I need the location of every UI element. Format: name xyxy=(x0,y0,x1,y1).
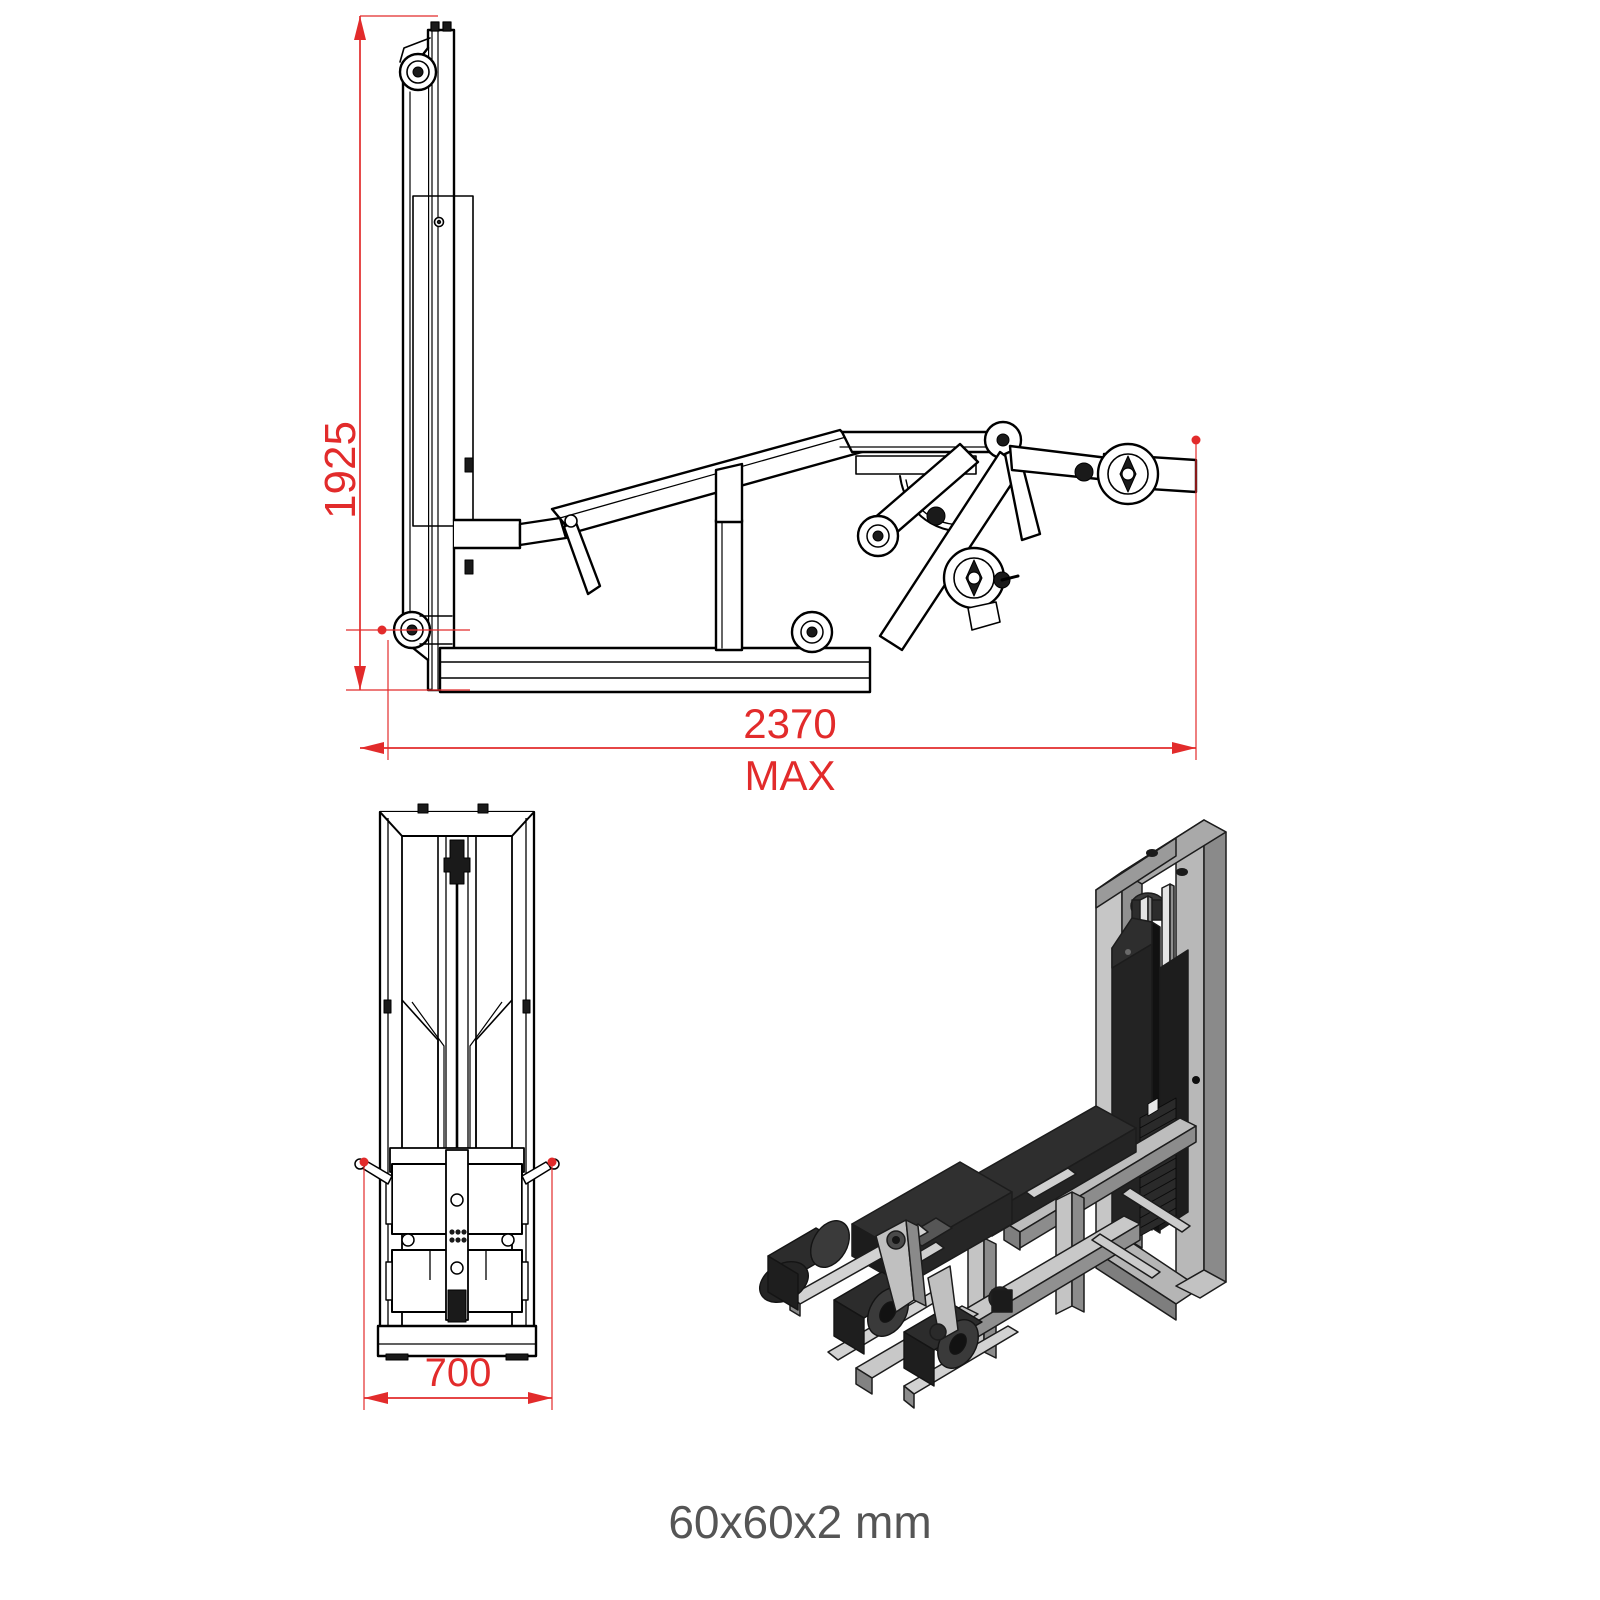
dimension-label-length: 2370 xyxy=(743,700,836,747)
dimension-label-width: 700 xyxy=(425,1351,492,1395)
ref-dot-front-left xyxy=(359,1157,369,1167)
side-base-frame xyxy=(438,518,872,694)
ref-dot-front-right xyxy=(547,1157,557,1167)
side-elevation-view xyxy=(392,21,1198,694)
dimension-label-length-suffix: MAX xyxy=(744,752,835,799)
dimension-label-height: 1925 xyxy=(316,421,365,519)
front-view-dimensions xyxy=(359,1157,557,1410)
side-column-group xyxy=(392,21,522,692)
ref-dot-bottom-left xyxy=(377,625,387,635)
profile-caption: 60x60x2 mm xyxy=(668,1496,931,1548)
side-linkage-arms xyxy=(790,442,1198,654)
isometric-3d-view xyxy=(759,819,1227,1409)
front-elevation-view xyxy=(354,803,560,1361)
side-view-dimensions xyxy=(346,15,1201,760)
ref-dot-right xyxy=(1191,435,1201,445)
